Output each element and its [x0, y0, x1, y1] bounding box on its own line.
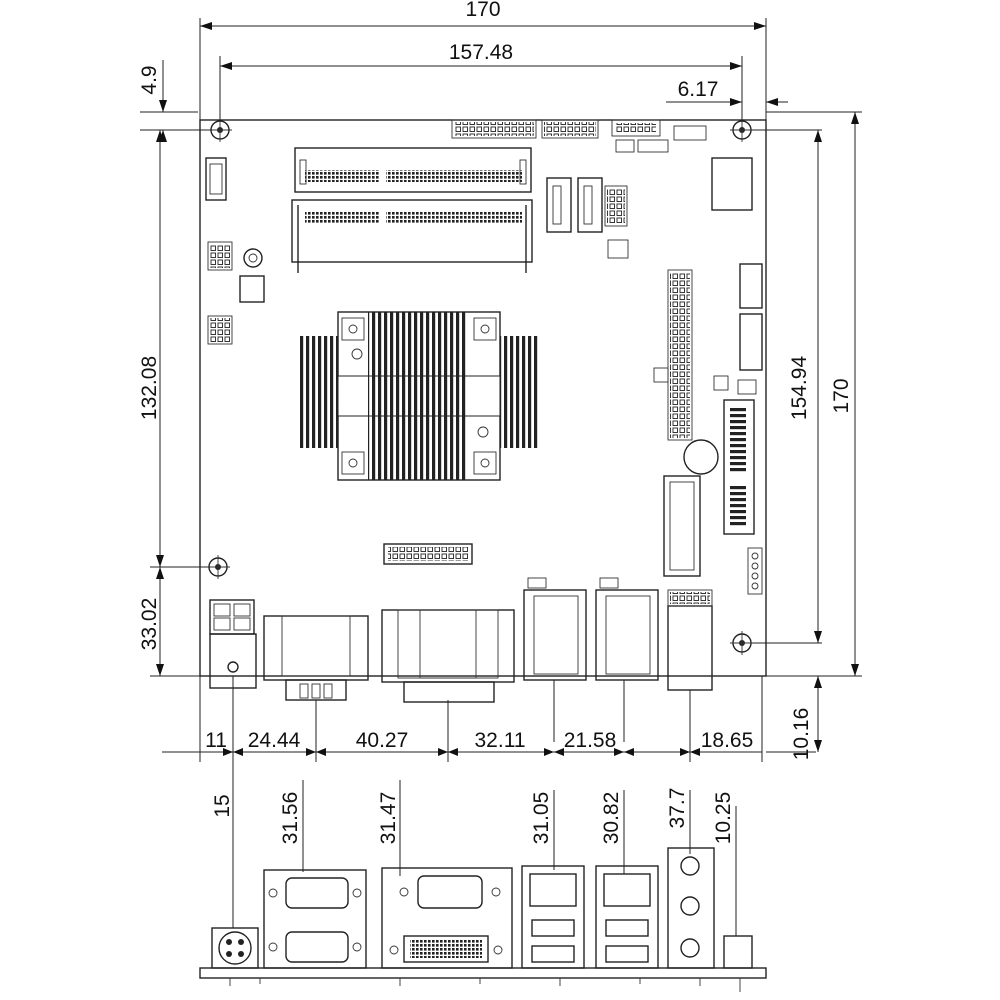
- pin-header-right: [653, 263, 763, 441]
- dim-hole-top-offset: 4.9: [138, 65, 161, 94]
- dim-hole-bottom-left: 33.02: [138, 598, 161, 651]
- header-block-top-right: [711, 157, 753, 211]
- sodimm-slot: [291, 199, 533, 273]
- dim-io-position: 24.44: [248, 729, 301, 752]
- dim-connector-height: 15: [211, 794, 234, 817]
- front-serial-ports: [263, 869, 367, 969]
- dim-width-total: 170: [465, 0, 500, 21]
- front-audio-jacks: [667, 847, 715, 969]
- fan-connector: [611, 119, 707, 153]
- front-view-pcb: [199, 967, 767, 992]
- cf-slot: [663, 475, 701, 577]
- front-lan-usb: [595, 865, 659, 969]
- dim-connector-height: 30.82: [600, 792, 623, 845]
- mini-pcie-slot: [723, 399, 755, 535]
- sodimm-slot: [294, 147, 532, 193]
- serial-port-connector: [263, 615, 369, 701]
- dim-io-position: 11: [205, 729, 227, 752]
- sata-connector: [546, 177, 629, 259]
- dimension-lines: [140, 18, 862, 936]
- lvds-header: [383, 543, 473, 565]
- small-connector-left: [205, 157, 265, 345]
- dim-connector-height: 31.05: [530, 792, 553, 845]
- dim-connector-height: 31.47: [377, 792, 400, 845]
- dim-hole-span-right: 154.94: [788, 356, 811, 421]
- pin-header-top: [451, 119, 599, 139]
- dim-io-position: 18.65: [701, 729, 754, 752]
- mounting-hole-icon: [730, 118, 754, 142]
- dim-connector-height: 31.56: [279, 792, 302, 845]
- led-header: [747, 547, 763, 595]
- front-small-connector: [723, 935, 753, 969]
- front-lan-usb: [521, 865, 585, 969]
- dim-connector-height: 10.25: [712, 792, 735, 845]
- battery-icon: [683, 439, 719, 475]
- dim-hole-span-left: 132.08: [138, 356, 161, 420]
- cpu-heatsink: [300, 311, 540, 481]
- dim-hole-right-offset: 6.17: [678, 78, 719, 101]
- dim-io-position: 32.11: [475, 729, 526, 752]
- front-vga-dvi: [381, 867, 513, 969]
- power-connector: [209, 599, 257, 689]
- lan-usb-connector: [595, 577, 659, 681]
- dim-connector-height: 37.7: [666, 788, 689, 829]
- dim-height-total: 170: [830, 378, 853, 413]
- mounting-hole-icon: [730, 631, 754, 655]
- lan-usb-connector: [523, 577, 587, 681]
- dim-io-position: 40.27: [356, 729, 409, 752]
- audio-jack-connector: [667, 589, 713, 691]
- vga-dvi-connector: [381, 609, 515, 703]
- dim-io-position: 21.58: [564, 729, 617, 752]
- dim-hole-span: 157.48: [449, 41, 513, 64]
- dim-io-offset: 10.16: [790, 708, 813, 761]
- front-power-connector: [211, 927, 259, 969]
